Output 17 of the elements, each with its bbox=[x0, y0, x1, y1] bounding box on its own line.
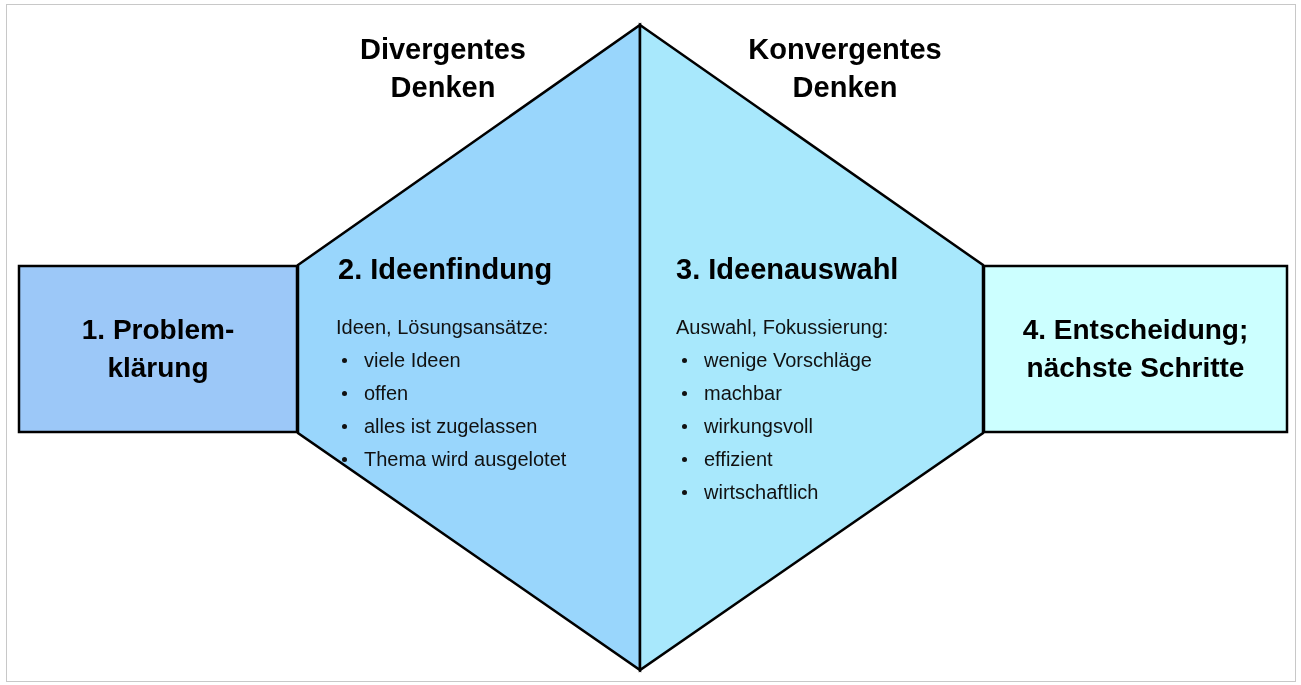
phase-heading: Konvergentes Denken bbox=[747, 32, 943, 105]
list-item: offen bbox=[364, 382, 409, 404]
step-title: 3. Ideenauswahl bbox=[676, 253, 899, 286]
subheading: Ideen, Lösungsansätze: bbox=[336, 315, 550, 340]
subheading: Auswahl, Fokussierung: bbox=[676, 315, 889, 340]
list-item: wirkungsvoll bbox=[704, 415, 813, 437]
list-item: wenige Vorschläge bbox=[704, 349, 872, 371]
list-item: effizient bbox=[704, 448, 773, 470]
step-title: 1. Problem-klärung bbox=[80, 313, 236, 385]
list-item: machbar bbox=[704, 382, 782, 404]
list-item: wirtschaftlich bbox=[704, 481, 819, 503]
step-title: 4. Entscheidung; nächste Schritte bbox=[1021, 313, 1250, 385]
list-item: viele Ideen bbox=[364, 349, 461, 371]
phase-heading: Divergentes Denken bbox=[359, 32, 527, 105]
step-title: 2. Ideenfindung bbox=[338, 253, 553, 286]
list-item: Thema wird ausgelotet bbox=[364, 448, 567, 470]
list-item: alles ist zugelassen bbox=[364, 415, 538, 437]
